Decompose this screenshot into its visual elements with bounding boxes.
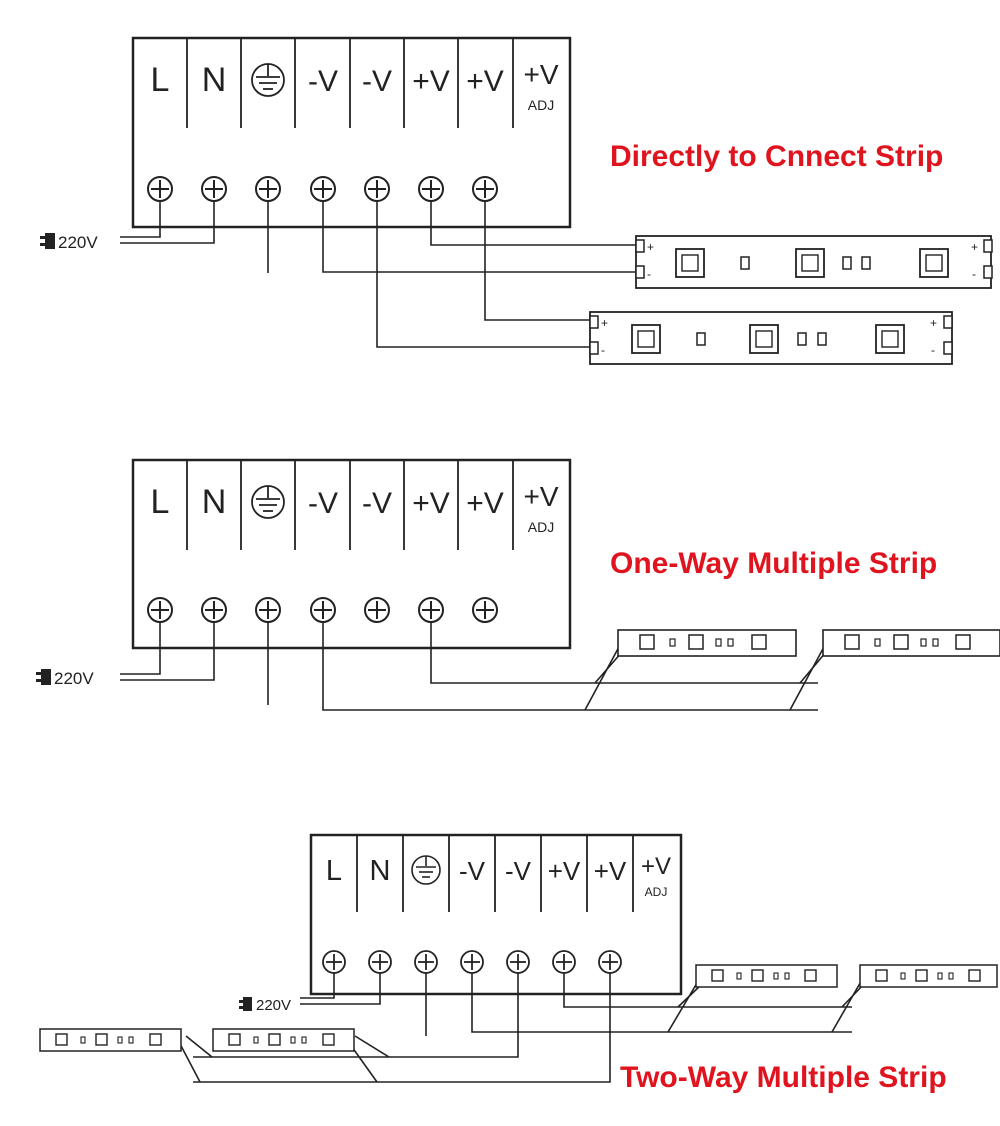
terminal-label-n: N: [202, 483, 227, 521]
terminal-label-plus-v-adj: +V: [523, 481, 558, 512]
led-strip-left-1: [39, 1028, 182, 1052]
adj-label: ADJ: [528, 97, 554, 113]
strip-minus-label-right: -: [972, 267, 976, 281]
caption-one-way: One-Way Multiple Strip: [610, 547, 937, 580]
diagram-direct-connect: L N -V -V +V +V +V ADJ: [40, 36, 993, 365]
adj-label: ADJ: [528, 519, 554, 535]
led-strip-1: [617, 629, 797, 657]
terminal-label-minus-v-2: -V: [505, 856, 532, 886]
terminal-label-n: N: [370, 855, 391, 887]
led-strip-2: + - + -: [589, 311, 953, 365]
strip-minus-label-right: -: [931, 343, 935, 357]
terminal-label-n: N: [202, 61, 227, 99]
terminal-label-plus-v-2: +V: [466, 65, 504, 98]
terminal-label-plus-v-2: +V: [466, 487, 504, 520]
strip-plus-label-right: +: [971, 240, 978, 254]
strip-minus-label: -: [601, 343, 605, 357]
terminal-label-minus-v-1: -V: [308, 487, 338, 520]
led-strip-1: + - + -: [635, 235, 993, 289]
terminal-label-minus-v-1: -V: [308, 65, 338, 98]
ground-icon: [411, 855, 441, 885]
terminal-dividers: [356, 835, 634, 912]
terminal-label-minus-v-2: -V: [362, 65, 392, 98]
led-strip-right-1: [695, 964, 838, 988]
terminal-label-l: L: [151, 61, 170, 99]
wires: [120, 622, 827, 711]
terminal-label-plus-v-adj: +V: [641, 853, 671, 880]
terminal-dividers: [186, 38, 514, 128]
caption-direct-connect: Directly to Cnnect Strip: [610, 140, 943, 173]
ground-icon: [251, 63, 285, 97]
terminal-label-plus-v-1: +V: [412, 65, 450, 98]
terminal-label-plus-v-adj: +V: [523, 59, 558, 90]
terminal-label-l: L: [326, 855, 342, 887]
mains-plug-icon: [40, 233, 55, 249]
mains-plug-icon: [239, 997, 252, 1011]
screw-crosses: [151, 601, 494, 619]
power-supply-box: [131, 36, 572, 229]
diagram-one-way: L N -V -V +V +V +V ADJ: [36, 458, 1000, 711]
power-supply-box: [131, 458, 572, 650]
strip-plus-label: +: [601, 316, 608, 330]
adj-label: ADJ: [645, 885, 668, 899]
led-strip-right-2: [859, 964, 998, 988]
mains-voltage-label: 220V: [54, 669, 94, 688]
terminal-label-l: L: [151, 483, 170, 521]
strip-plus-label-right: +: [930, 316, 937, 330]
mains-plug-icon: [36, 669, 51, 685]
diagram-two-way: L N -V -V +V +V +V ADJ: [39, 833, 998, 1094]
terminal-label-plus-v-1: +V: [412, 487, 450, 520]
strip-minus-label: -: [647, 267, 651, 281]
terminal-label-plus-v-2: +V: [594, 856, 627, 886]
terminal-label-plus-v-1: +V: [548, 856, 581, 886]
terminal-label-minus-v-2: -V: [362, 487, 392, 520]
strip-plus-label: +: [647, 240, 654, 254]
caption-two-way: Two-Way Multiple Strip: [620, 1061, 947, 1094]
mains-voltage-label: 220V: [256, 997, 291, 1014]
terminal-dividers: [186, 460, 514, 550]
terminal-label-minus-v-1: -V: [459, 856, 486, 886]
ground-icon: [251, 485, 285, 519]
screw-crosses: [151, 180, 494, 198]
led-strip-2: [822, 629, 1000, 657]
power-supply-box: [309, 833, 683, 996]
wires: [120, 201, 636, 348]
screw-crosses: [326, 954, 618, 970]
led-strip-left-2: [212, 1028, 355, 1052]
mains-voltage-label: 220V: [58, 233, 98, 252]
